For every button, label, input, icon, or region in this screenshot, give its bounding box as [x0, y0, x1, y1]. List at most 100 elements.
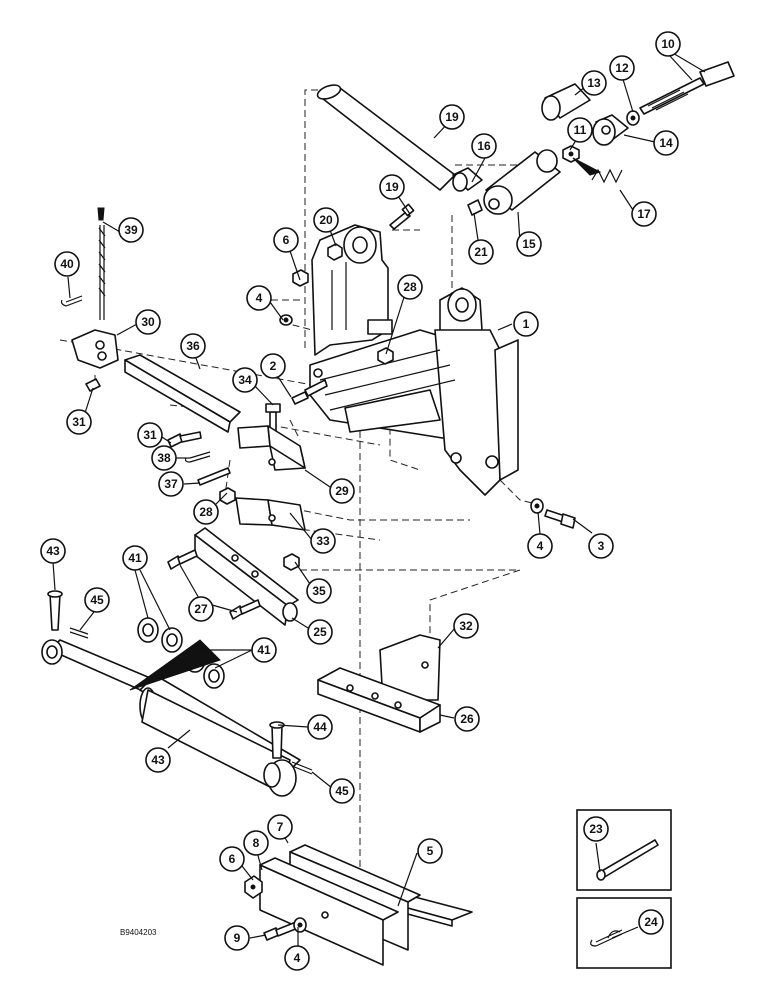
callout-28a: 28	[397, 274, 423, 300]
callout-3: 3	[588, 533, 614, 559]
callout-label: 3	[598, 539, 605, 553]
callout-5: 5	[417, 838, 443, 864]
callout-41b: 41	[251, 637, 277, 663]
clip-part-45a	[69, 627, 89, 639]
callout-label: 19	[385, 180, 399, 194]
callout-28b: 28	[193, 499, 219, 525]
callout-41a: 41	[122, 545, 148, 571]
callout-label: 34	[238, 373, 252, 387]
callout-37: 37	[158, 471, 184, 497]
callout-17: 17	[631, 201, 657, 227]
callout-20: 20	[313, 207, 339, 233]
callout-label: 45	[335, 784, 349, 798]
callout-6b: 6	[219, 846, 245, 872]
callout-11: 11	[567, 117, 593, 143]
drawing-code: B9404203	[120, 928, 157, 937]
callout-label: 28	[403, 280, 417, 294]
callout-label: 4	[537, 539, 544, 553]
bolt-part-27b	[229, 599, 261, 620]
callout-label: 8	[253, 836, 260, 850]
callout-44: 44	[307, 714, 333, 740]
pin-part-44	[269, 721, 285, 759]
bolt-part-3	[544, 509, 576, 529]
callout-36: 36	[180, 333, 206, 359]
callout-label: 14	[659, 136, 673, 150]
callout-label: 28	[199, 505, 213, 519]
callout-21: 21	[468, 239, 494, 265]
pin-part-43-top	[47, 590, 63, 631]
collar-part-14	[592, 114, 629, 146]
callout-label: 7	[277, 820, 284, 834]
callout-31a: 31	[66, 409, 92, 435]
callout-label: 30	[141, 315, 155, 329]
callout-30: 30	[135, 309, 161, 335]
washer-part-4-bottom	[293, 917, 307, 933]
callout-24: 24	[638, 909, 664, 935]
channel-part-26	[317, 667, 441, 733]
callout-6a: 6	[273, 227, 299, 253]
callout-label: 32	[459, 619, 473, 633]
callout-label: 23	[589, 822, 603, 836]
bolt-part-31b	[167, 431, 202, 448]
bolt-part-10	[639, 61, 735, 115]
clip-part-40	[60, 295, 83, 307]
callout-label: 9	[234, 931, 241, 945]
callout-9: 9	[224, 925, 250, 951]
callout-label: 19	[445, 110, 459, 124]
callout-16: 16	[471, 133, 497, 159]
callout-label: 10	[661, 37, 675, 51]
callout-label: 2	[270, 359, 277, 373]
bolt-part-2	[291, 379, 328, 405]
bracket-part-29	[237, 425, 306, 471]
washer-part-4-top	[279, 314, 293, 326]
washer-part-4-right	[530, 498, 544, 514]
callout-26: 26	[454, 706, 480, 732]
pin-part-37	[197, 467, 231, 486]
callout-4a: 4	[246, 285, 272, 311]
callout-label: 20	[319, 213, 333, 227]
callout-label: 21	[474, 245, 488, 259]
callout-label: 36	[186, 339, 200, 353]
callout-33: 33	[310, 528, 336, 554]
callout-15: 15	[516, 231, 542, 257]
callout-label: 44	[313, 720, 327, 734]
handle-rod-part-39	[97, 207, 106, 320]
callout-label: 31	[143, 428, 157, 442]
bracket-part-33	[235, 497, 306, 531]
callout-38: 38	[151, 445, 177, 471]
callout-43a: 43	[40, 538, 66, 564]
callout-8: 8	[243, 830, 269, 856]
callout-label: 29	[335, 484, 349, 498]
callout-label: 12	[615, 61, 629, 75]
cylinder-part-43	[41, 639, 301, 797]
callout-13: 13	[581, 70, 607, 96]
callout-label: 25	[313, 625, 327, 639]
bracket-part-25	[194, 527, 299, 626]
bolt-part-34	[265, 403, 281, 433]
callout-12: 12	[609, 55, 635, 81]
bolt-part-27a	[167, 549, 198, 570]
callout-label: 38	[157, 451, 171, 465]
callout-label: 4	[256, 291, 263, 305]
leader-lines	[52, 51, 706, 948]
spring-part-17	[572, 157, 623, 184]
callout-label: 37	[164, 477, 178, 491]
callout-label: 13	[587, 76, 601, 90]
callout-25: 25	[307, 619, 333, 645]
callout-label: 5	[427, 844, 434, 858]
plate-part-8	[259, 857, 399, 966]
clip-part-38	[184, 451, 211, 463]
callout-label: 16	[477, 139, 491, 153]
nut-part-11	[562, 145, 580, 163]
nut-part-6-bottom	[244, 875, 263, 899]
bracket-part-30	[71, 329, 119, 369]
callout-19a: 19	[439, 104, 465, 130]
callout-label: 39	[124, 223, 138, 237]
callout-label: 43	[46, 544, 60, 558]
nut-part-28-top	[377, 347, 394, 365]
callout-14: 14	[653, 130, 679, 156]
callout-34: 34	[232, 367, 258, 393]
callout-label: 1	[523, 317, 530, 331]
callout-label: 26	[460, 712, 474, 726]
